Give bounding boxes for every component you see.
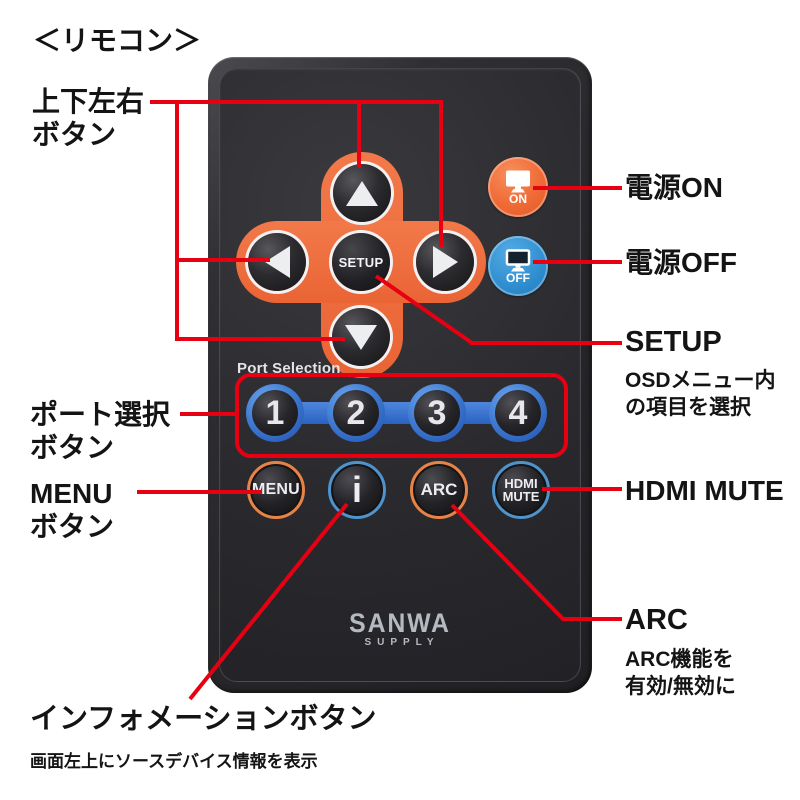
- port-4-button: 4: [489, 384, 547, 442]
- monitor-off-icon: [505, 248, 531, 271]
- port-2-text: 2: [333, 390, 379, 436]
- label-info-desc: 画面左上にソースデバイス情報を表示: [30, 752, 318, 771]
- label-port-line1: ポート選択: [30, 399, 171, 430]
- hdmi-mute-line1: HDMI: [504, 475, 538, 491]
- label-info-title: インフォメーションボタン: [30, 703, 377, 735]
- label-power-off: 電源OFF: [625, 247, 737, 278]
- port-1-button: 1: [246, 384, 304, 442]
- label-menu-line1: MENU: [30, 478, 113, 509]
- up-arrow-icon: [346, 180, 378, 206]
- label-port-line2: ボタン: [30, 432, 115, 463]
- menu-button: MENU: [247, 461, 305, 519]
- label-arc-desc-line2: 有効/無効に: [625, 675, 736, 698]
- right-button: [416, 233, 474, 291]
- power-off-button: OFF: [488, 236, 548, 296]
- label-menu-line2: ボタン: [30, 511, 115, 542]
- label-arc-desc-line1: ARC機能を: [625, 648, 734, 671]
- port-selection-label: Port Selection: [237, 360, 341, 377]
- right-arrow-icon: [432, 246, 458, 278]
- label-setup-desc: OSDメニュー内 の項目を選択: [625, 367, 776, 421]
- label-hdmi-mute: HDMI MUTE: [625, 475, 784, 506]
- hdmi-mute-line2: MUTE: [502, 489, 540, 504]
- brand-sub: SUPPLY: [364, 637, 440, 648]
- information-button: i: [328, 461, 386, 519]
- power-on-text: ON: [509, 191, 527, 206]
- label-dpad-line2: ボタン: [32, 119, 117, 150]
- port-1-text: 1: [252, 390, 298, 436]
- arc-button: ARC: [410, 461, 468, 519]
- label-port-select: ポート選択 ボタン: [30, 398, 170, 464]
- label-setup: SETUP: [625, 326, 722, 358]
- label-setup-desc-line2: の項目を選択: [625, 396, 751, 419]
- hdmi-mute-button: HDMI MUTE: [492, 461, 550, 519]
- label-dpad-line1: 上下左右: [32, 86, 145, 117]
- left-button: [248, 233, 306, 291]
- setup-button: SETUP: [332, 233, 390, 291]
- port-3-button: 3: [408, 384, 466, 442]
- down-button: [332, 308, 390, 366]
- arc-button-text: ARC: [420, 480, 458, 499]
- menu-button-text: MENU: [252, 481, 300, 498]
- page-title: ＜リモコン＞: [33, 25, 202, 56]
- label-menu: MENU ボタン: [30, 477, 114, 543]
- label-dpad: 上下左右 ボタン: [32, 85, 144, 151]
- down-arrow-icon: [345, 324, 377, 350]
- label-arc: ARC: [625, 604, 688, 636]
- information-icon: i: [351, 469, 362, 510]
- monitor-on-icon: [506, 170, 530, 192]
- power-off-text: OFF: [506, 270, 530, 285]
- left-arrow-icon: [264, 246, 290, 278]
- brand-logo: SANWA SUPPLY: [330, 609, 470, 648]
- brand-name: SANWA: [349, 608, 451, 638]
- label-arc-desc: ARC機能を 有効/無効に: [625, 646, 736, 700]
- port-connector-bar: [275, 402, 518, 424]
- port-3-text: 3: [414, 390, 460, 436]
- label-power-on: 電源ON: [625, 172, 724, 203]
- port-2-button: 2: [327, 384, 385, 442]
- label-setup-desc-line1: OSDメニュー内: [625, 369, 776, 392]
- power-on-button: ON: [488, 157, 548, 217]
- port-4-text: 4: [495, 390, 541, 436]
- up-button: [333, 164, 391, 222]
